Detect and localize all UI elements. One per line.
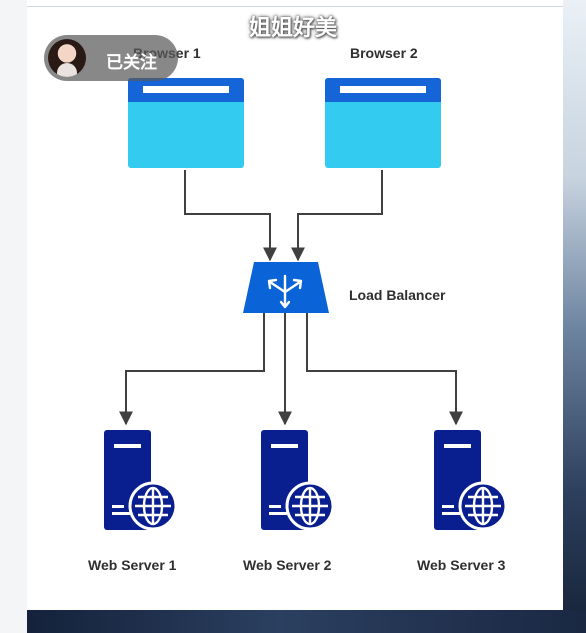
browser-2-label: Browser 2	[350, 45, 418, 61]
background-photo-bottom	[27, 610, 586, 633]
background-photo-edge	[563, 0, 586, 633]
web-server-2-label: Web Server 2	[243, 557, 332, 573]
connector-lb-to-server3	[306, 313, 463, 426]
video-title-overlay: 姐姐好美	[248, 15, 337, 40]
load-balancer-label: Load Balancer	[349, 287, 446, 303]
frame-top-border	[27, 6, 563, 7]
load-balancer-icon	[243, 262, 329, 313]
web-server-icon	[104, 430, 178, 531]
browser-window-icon	[325, 78, 441, 168]
follow-status-label: 已关注	[106, 53, 157, 72]
web-server-icon	[261, 430, 335, 531]
follow-button[interactable]: 已关注	[44, 35, 178, 81]
connector-browser1-to-lb	[184, 170, 277, 262]
avatar[interactable]	[48, 39, 86, 77]
connector-lb-to-server1	[119, 313, 265, 426]
web-server-icon	[434, 430, 508, 531]
browser-window-icon	[128, 78, 244, 168]
left-margin	[0, 0, 27, 633]
web-server-1-label: Web Server 1	[88, 557, 177, 573]
connector-browser2-to-lb	[291, 170, 383, 262]
web-server-3-label: Web Server 3	[417, 557, 506, 573]
